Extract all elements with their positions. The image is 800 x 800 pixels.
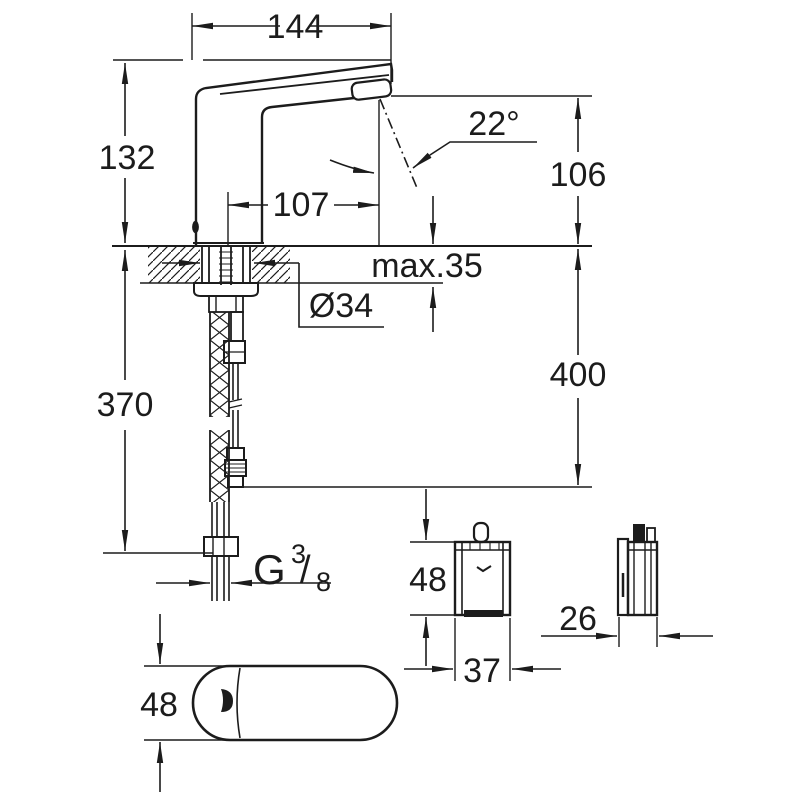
dim-outlet-height: 106 [391,95,607,244]
dim-label-370: 370 [97,386,154,424]
dim-label-22deg: 22° [468,105,519,143]
counter-hatch-left [148,247,200,283]
dim-thread-size: G 3 / 8 [156,539,331,597]
cable-gland-stub [472,521,490,544]
dim-hose-length: 370 [97,250,213,554]
dim-stream-angle: 22° [329,98,537,189]
thread-label-g: G [253,546,286,593]
braided-hose-upper [210,312,229,417]
counter-hatch-right [252,247,290,283]
mounting-shank [193,246,259,313]
dim-label-107: 107 [273,186,330,224]
dim-label-48-box: 48 [409,561,447,599]
dim-hole-diameter: Ø34 [162,259,384,328]
braided-hose-lower [210,430,229,502]
dim-spout-projection: 144 [191,8,392,84]
thread-label-numerator: 3 [291,539,306,569]
hose-hex-nut [203,536,239,557]
control-box-side-view [616,524,659,617]
faucet-top-view [191,664,399,742]
dim-body-height: 132 [99,63,156,243]
supply-hose-assembly [203,312,239,601]
dim-label-132: 132 [99,139,156,177]
control-box-front-view [453,521,512,617]
dim-max-deck-thickness: max.35 [371,196,483,332]
dim-body-width-top-view: 48 [140,614,240,792]
side-cable-gland [633,524,645,542]
thread-label-slash: / [300,549,311,591]
dim-label-48-oval: 48 [140,686,178,724]
dim-control-box-width: 37 [404,618,561,690]
dim-label-37: 37 [463,652,501,690]
brand-mark-icon [476,565,492,573]
dim-reach-to-outlet: 107 [227,100,380,246]
dim-label-max35: max.35 [371,247,483,285]
dim-control-box-depth: 26 [541,600,713,647]
dim-label-400: 400 [550,356,607,394]
ir-sensor-window-side [192,220,199,234]
dim-label-106: 106 [550,156,607,194]
dim-label-144: 144 [267,8,324,46]
dim-label-dia34: Ø34 [309,287,373,325]
box-base-bar [464,610,503,617]
thread-label-denominator: 8 [316,567,331,597]
sensor-cable-assembly [223,311,247,488]
aerator-outlet [350,78,393,101]
faucet-side-view [192,62,394,246]
dim-control-box-height: 48 [409,489,457,666]
ir-sensor-window-top [221,689,233,712]
dim-clearance-below: 400 [244,249,607,488]
counter-section [112,245,592,284]
dim-label-26: 26 [559,600,597,638]
